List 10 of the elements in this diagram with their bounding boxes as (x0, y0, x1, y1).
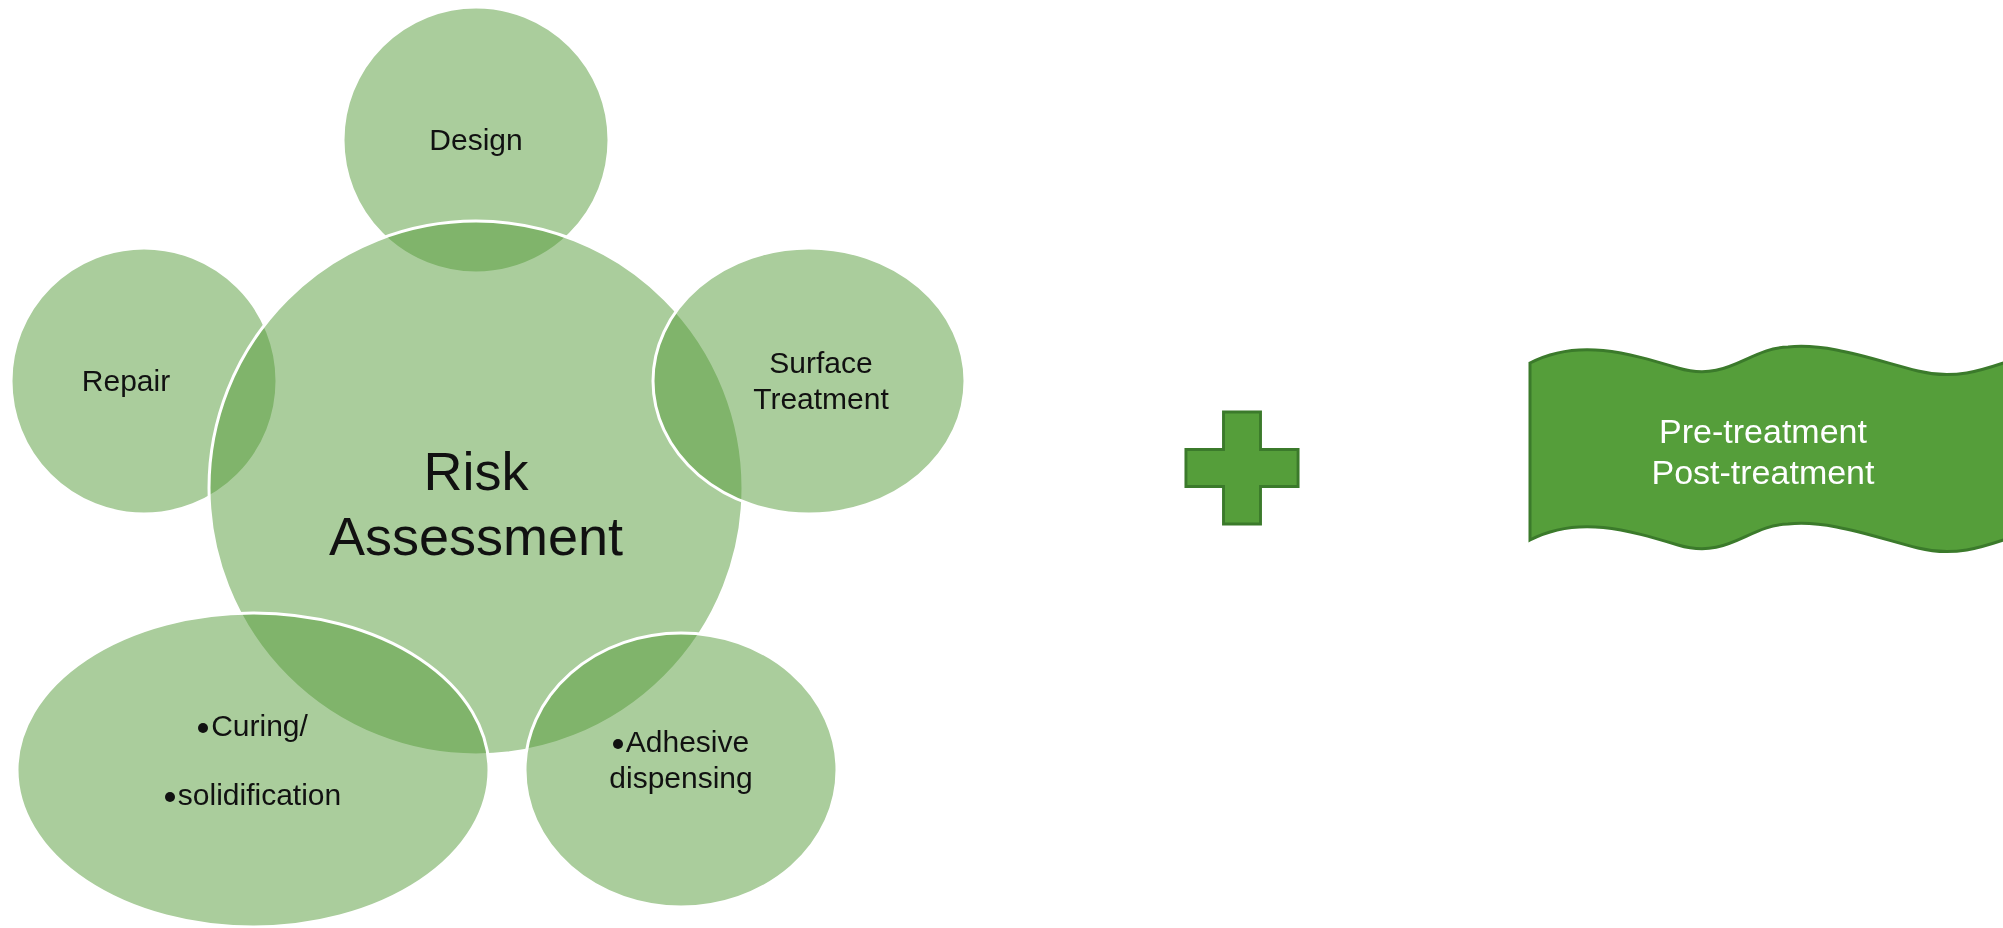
plus-sign (1184, 410, 1300, 526)
bullet-item: solidification (164, 760, 342, 829)
node-label: Repair (81, 363, 171, 399)
node-label: Surface Treatment (752, 345, 890, 417)
banner-text: Pre-treatment (1659, 410, 1867, 452)
node-label: Design (429, 122, 523, 158)
banner-text: Post-treatment (1651, 451, 1875, 493)
bullet-item: Curing/ (198, 691, 308, 760)
bullet-item: Adhesive dispensing (608, 724, 754, 796)
node-label: Risk Assessment (327, 440, 625, 568)
